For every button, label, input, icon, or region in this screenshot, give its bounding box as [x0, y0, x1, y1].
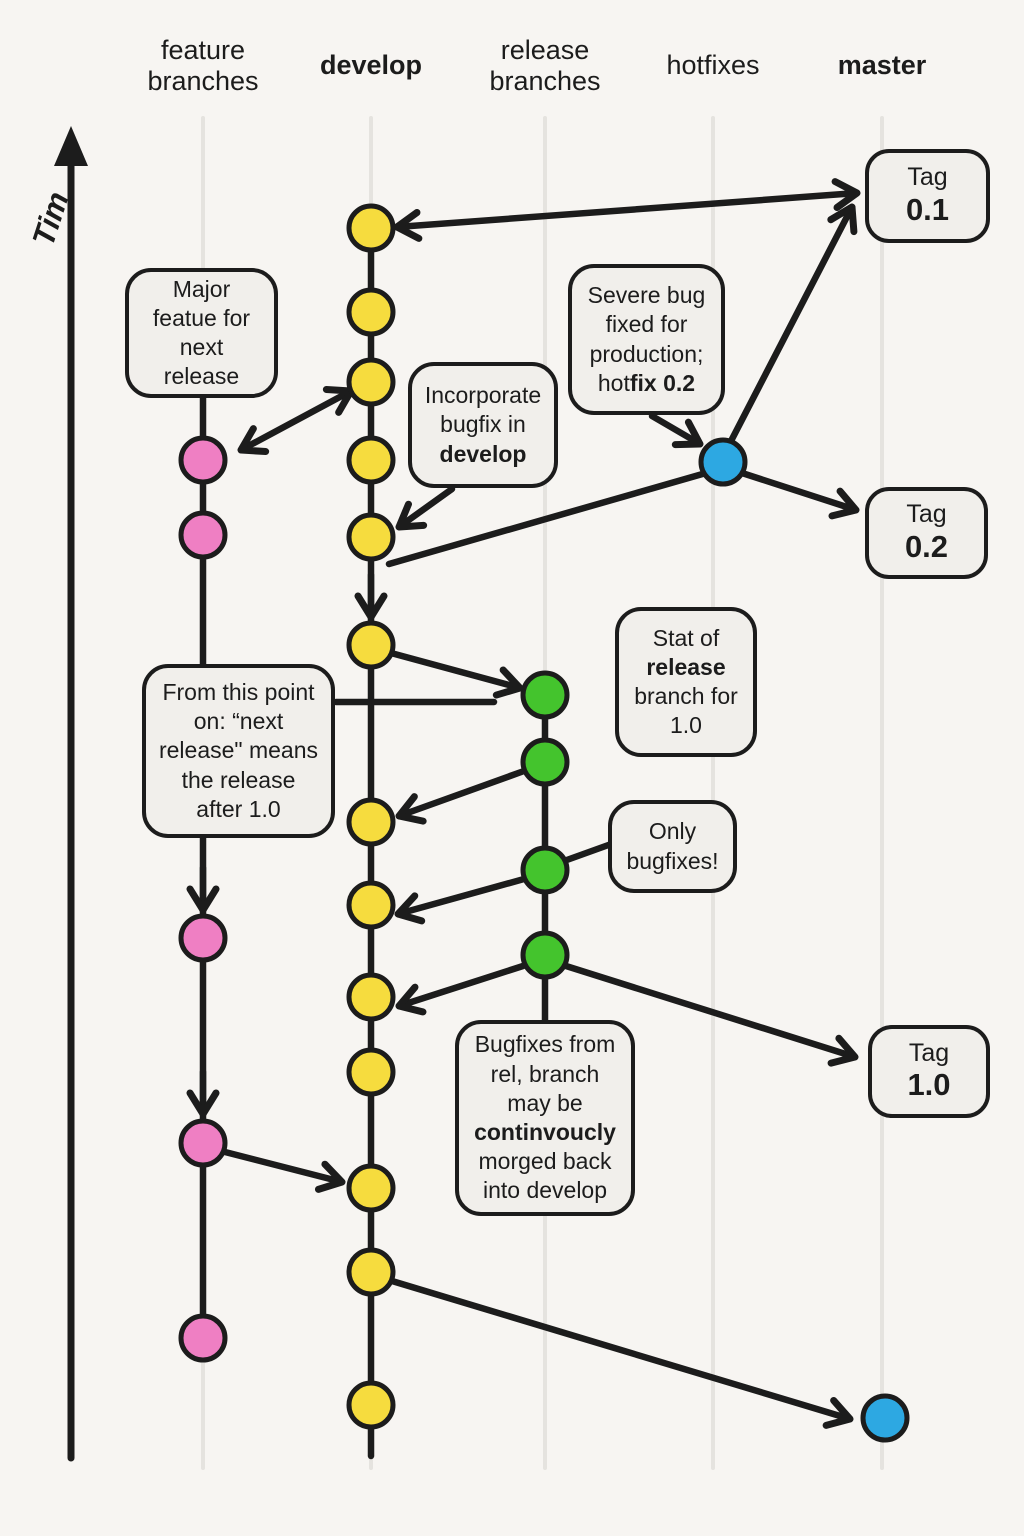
commit-develop: [346, 203, 396, 253]
edge-develop-to-master: [388, 1277, 854, 1429]
note-text: From this point on: “next release" means…: [158, 679, 319, 822]
commit-develop: [346, 1163, 396, 1213]
time-axis: [54, 126, 88, 1462]
commit-nodes: [178, 203, 910, 1443]
branch-edges: [186, 178, 861, 1460]
commit-develop: [346, 357, 396, 407]
tag-word: Tag: [907, 163, 948, 192]
commit-develop: [346, 880, 396, 930]
edge-feature-to-develop: [221, 1148, 346, 1193]
commit-release: [520, 737, 570, 787]
time-axis-arrowhead: [54, 126, 88, 166]
tag-version: 1.0: [907, 1067, 951, 1103]
commit-develop: [346, 1247, 396, 1297]
tag-word: Tag: [906, 500, 947, 529]
column-header-master: master: [837, 50, 927, 81]
commit-develop: [346, 1047, 396, 1097]
edge-severe-note-to-hotfix: [648, 412, 704, 449]
commit-feature: [178, 1118, 228, 1168]
edge-hotfix-to-develop: [385, 469, 710, 568]
edge-release-to-develop-1: [395, 767, 528, 825]
note-only-bugfixes: Only bugfixes!: [608, 800, 737, 893]
note-text: Stat of release branch for 1.0: [634, 624, 738, 739]
note-severe-bug: Severe bug fixed for production; hotfix …: [568, 264, 725, 415]
commit-release: [520, 930, 570, 980]
edge-hotfix-to-tag02: [738, 469, 860, 520]
edge-tag01-develop-arrow: [393, 178, 861, 242]
commit-feature: [178, 1313, 228, 1363]
column-header-release: release branches: [489, 34, 601, 96]
commit-release: [520, 670, 570, 720]
commit-hotfix: [698, 437, 748, 487]
note-text: Severe bug fixed for production; hotfix …: [587, 282, 706, 396]
commit-release: [520, 845, 570, 895]
column-header-develop: develop: [319, 50, 423, 81]
note-text: Incorporate bugfix in develop: [424, 382, 542, 467]
note-major-feature: Major featue for next release: [125, 268, 278, 398]
commit-develop: [346, 1380, 396, 1430]
commit-develop: [346, 287, 396, 337]
commit-master: [860, 1393, 910, 1443]
commit-develop: [346, 512, 396, 562]
edge-release-to-tag10: [562, 962, 859, 1067]
note-bugfixes-merged: Bugfixes from rel, branch may be continv…: [455, 1020, 635, 1216]
edge-release-to-onlynote: [560, 839, 618, 865]
edge-develop-to-release: [387, 649, 524, 699]
commit-feature: [178, 510, 228, 560]
commit-develop: [346, 972, 396, 1022]
commit-develop: [346, 797, 396, 847]
edge-incorporate-to-develop: [395, 485, 456, 531]
column-header-hotfixes: hotfixes: [666, 50, 760, 81]
tag-version: 0.2: [904, 528, 949, 564]
note-from-this-point: From this point on: “next release" means…: [142, 664, 335, 838]
column-header-feature: feature branches: [147, 34, 259, 96]
edge-release-to-develop-2: [394, 875, 528, 925]
edge-hotfix-to-tag01: [726, 203, 858, 447]
commit-feature: [178, 913, 228, 963]
note-text: Only bugfixes!: [626, 818, 719, 874]
edge-release-to-develop-3: [395, 962, 527, 1016]
commit-feature: [178, 435, 228, 485]
note-start-of-release: Stat of release branch for 1.0: [615, 607, 757, 757]
note-text: Bugfixes from rel, branch may be continv…: [474, 1031, 616, 1204]
note-text: Major featue for next release: [152, 275, 251, 390]
tag-word: Tag: [908, 1038, 950, 1067]
tag-version: 0.1: [905, 191, 950, 227]
note-incorporate-bugfix: Incorporate bugfix in develop: [408, 362, 558, 488]
commit-develop: [346, 435, 396, 485]
commit-develop: [346, 620, 396, 670]
edge-develop-feature-double: [237, 385, 355, 456]
